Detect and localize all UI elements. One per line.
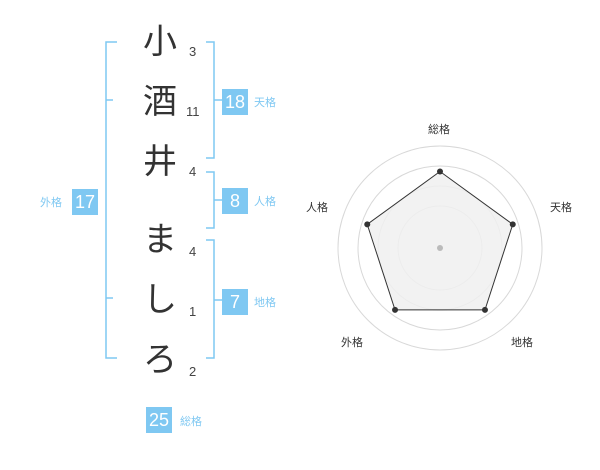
radar-point — [364, 221, 371, 228]
stroke-count-6: 2 — [189, 364, 197, 379]
gaikaku-value: 17 — [72, 189, 98, 215]
radar-point — [437, 168, 443, 175]
radar-point — [509, 221, 516, 228]
name-char-1: 小 — [143, 22, 177, 62]
stroke-count-3: 4 — [189, 164, 197, 179]
stroke-count-5: 1 — [189, 304, 197, 319]
soukaku-value: 25 — [146, 407, 172, 433]
name-char-4: ま — [143, 220, 177, 260]
radar-label-jinkaku: 人格 — [306, 201, 328, 214]
radar-label-chikaku: 地格 — [511, 336, 533, 349]
radar-polygon — [366, 170, 514, 311]
radar-label-soukaku: 総格 — [428, 123, 450, 136]
radar-label-gaikaku: 外格 — [341, 336, 363, 349]
tenkaku-label: 天格 — [254, 96, 276, 109]
name-char-2: 酒 — [143, 82, 177, 122]
stroke-count-4: 4 — [189, 244, 197, 259]
name-char-5: し — [143, 280, 177, 320]
radar-ring — [337, 145, 543, 351]
gaikaku-bracket — [105, 41, 117, 359]
chikaku-bracket — [206, 239, 215, 359]
radar-point — [392, 306, 399, 313]
name-char-3: 井 — [143, 142, 177, 182]
stroke-count-2: 11 — [186, 104, 200, 119]
jinkaku-value: 8 — [222, 188, 248, 214]
gaikaku-label: 外格 — [40, 196, 62, 209]
name-char-6: ろ — [143, 340, 177, 380]
radar-point — [481, 306, 488, 313]
chikaku-value: 7 — [222, 289, 248, 315]
stroke-count-1: 3 — [189, 44, 197, 59]
radar-label-tenkaku: 天格 — [550, 201, 572, 214]
radar-ring — [357, 165, 523, 331]
radar-center — [437, 245, 443, 251]
jinkaku-label: 人格 — [254, 195, 276, 208]
tenkaku-value: 18 — [222, 89, 248, 115]
chikaku-label: 地格 — [254, 296, 276, 309]
soukaku-label: 総格 — [180, 415, 202, 428]
